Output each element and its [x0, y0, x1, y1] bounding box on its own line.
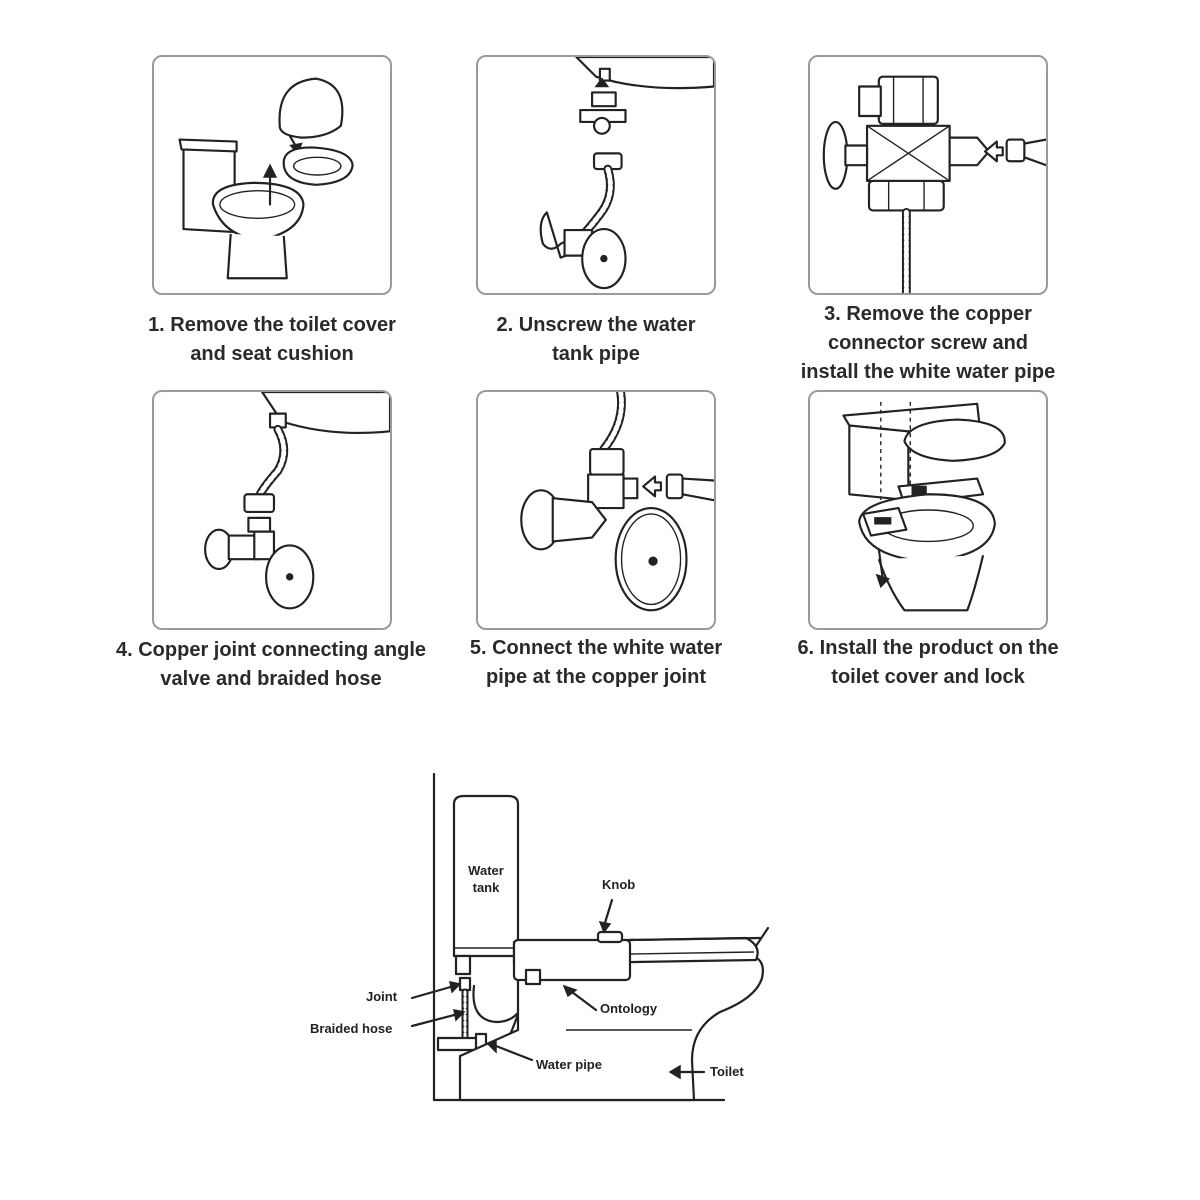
step-3-caption: 3. Remove the copper connector screw and…: [800, 303, 1056, 383]
step-2-illustration: [476, 55, 716, 295]
knob-label: Knob: [602, 877, 636, 892]
step-1-caption: 1. Remove the toilet cover and seat cush…: [148, 314, 396, 365]
bidet-install-icon: [842, 401, 1006, 612]
water-pipe-label: Water pipe: [536, 1057, 602, 1072]
step-5-illustration: [476, 390, 716, 630]
angle-valve-hose-icon: [204, 392, 390, 610]
step-1-illustration: [152, 55, 392, 295]
toilet-open-lid-icon: [178, 77, 354, 280]
braided-hose-label: Braided hose: [310, 1021, 393, 1036]
step-4-caption: 4. Copper joint connecting angle valve a…: [115, 639, 427, 690]
tank-pipe-unscrew-icon: [539, 57, 714, 290]
step-6-illustration: [808, 390, 1048, 630]
step-6-caption: 6. Install the product on the toilet cov…: [797, 637, 1059, 688]
step-2-caption: 2. Unscrew the water tank pipe: [496, 314, 696, 365]
toilet-label: Toilet: [710, 1064, 744, 1079]
copper-connector-closeup-icon: [822, 75, 1046, 293]
white-pipe-joint-icon: [520, 392, 714, 612]
joint-label: Joint: [366, 989, 398, 1004]
step-3-illustration: [808, 55, 1048, 295]
step-4-illustration: [152, 390, 392, 630]
installation-diagram: Water tank Knob Joint Braided hose Ontol…: [300, 760, 800, 1110]
toilet-side-view-diagram: [410, 772, 770, 1102]
water-tank-label: Water tank: [468, 863, 504, 895]
step-5-caption: 5. Connect the white water pipe at the c…: [469, 637, 723, 688]
ontology-label: Ontology: [600, 1001, 658, 1016]
